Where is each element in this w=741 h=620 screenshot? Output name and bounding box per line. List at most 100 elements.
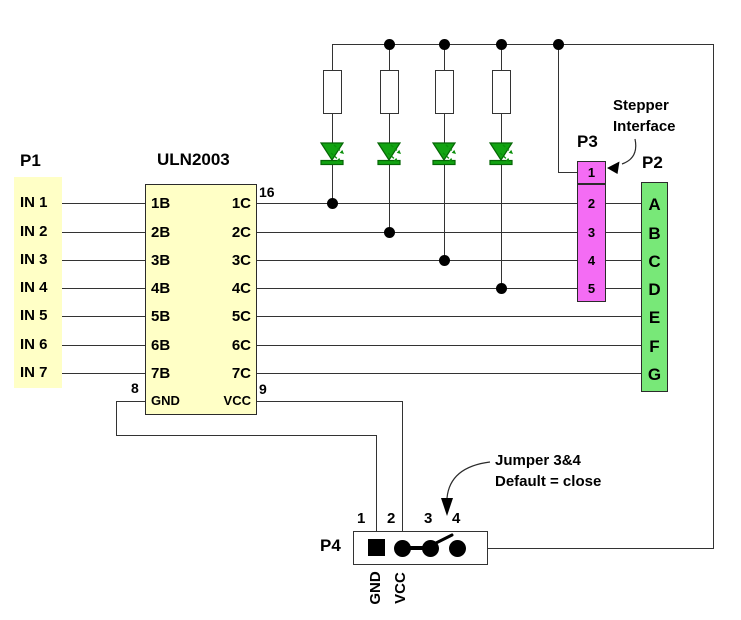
p3-pin1-horizontal-wire [558,172,578,173]
led2-junction-dot [383,226,395,238]
out3-wire-a [256,260,577,261]
out5-wire [256,316,641,317]
led4-bottom-wire [501,162,502,289]
p4-pin1-number: 1 [357,510,366,527]
p3-pin-5: 5 [587,281,596,296]
p4-vcc-label: VCC [392,572,409,604]
out2-wire-b [606,232,641,233]
p2-pin-e: E [648,308,661,327]
p3-pin1-connector: 1 [577,161,606,184]
out4-wire-b [606,288,641,289]
p1-pin-in7: IN 7 [20,364,48,381]
chip-pin-1c: 1C [231,195,251,212]
p1-pin-in1: IN 1 [20,194,48,211]
p2-label: P2 [642,153,663,172]
chip-pin-6c: 6C [231,337,251,354]
led3-bottom-wire [444,162,445,261]
p4-gnd-label: GND [367,571,384,605]
led1-top-wire [332,113,333,143]
led3-top-wire [444,113,445,143]
stepper-interface-note: Stepper Interface [613,95,676,137]
chip-pin9-number: 9 [259,381,267,397]
p4-pin3-number: 3 [424,510,433,527]
vcc-top-rail-wire [332,44,714,45]
led4-junction-dot [495,282,507,294]
chip-pin-4b: 4B [151,280,171,297]
chip-pin-7b: 7B [151,365,171,382]
vcc-wire-h [256,401,402,402]
p2-pin-b: B [648,224,661,243]
p2-pin-d: D [648,280,661,299]
p2-connector: A B C D E F G [641,182,668,392]
chip-pin-2c: 2C [231,224,251,241]
in6-wire [62,345,145,346]
in4-wire [62,288,145,289]
stepper-note-line1: Stepper [613,97,669,114]
in7-wire [62,373,145,374]
rail-junction-dot-1 [383,38,395,50]
uln2003-chip: 1B 2B 3B 4B 5B 6B 7B 1C 2C 3C 4C 5C 6C 7… [145,184,257,415]
rail-junction-dot-2 [438,38,450,50]
p4-pin4-number: 4 [452,510,461,527]
vcc-wire-v [402,401,403,540]
in1-wire [62,203,145,204]
p1-label: P1 [20,151,41,170]
p4-label: P4 [320,536,341,555]
led1-bottom-wire [332,162,333,204]
rail-junction-dot-4 [552,38,564,50]
p4-pin4-wire [466,548,714,549]
gnd-wire-v2 [376,435,377,540]
led-1-icon [319,142,345,166]
led1-junction-dot [326,197,338,209]
p2-pin-c: C [648,252,661,271]
out7-wire [256,373,641,374]
p1-pin-in5: IN 5 [20,307,48,324]
p4-pin1-square-pad [368,539,385,556]
jumper-note-line2: Default = close [495,473,602,490]
chip-title: ULN2003 [157,150,230,169]
p4-pin2-pin3-link [402,546,430,550]
p2-pin-f: F [649,337,660,356]
out3-wire-b [606,260,641,261]
out1-wire-a [256,203,577,204]
jumper-note-line1: Jumper 3&4 [495,452,581,469]
chip-pin-5b: 5B [151,308,171,325]
chip-pin-4c: 4C [231,280,251,297]
p3-label: P3 [577,132,598,151]
out6-wire [256,345,641,346]
resistor-2 [379,70,399,114]
jumper-switch-lever-icon [428,533,454,548]
chip-pin8-number: 8 [131,380,139,396]
led4-top-wire [501,113,502,143]
p2-pin-g: G [647,365,662,384]
led3-junction-dot [438,254,450,266]
p2-pin-a: A [648,195,661,214]
chip-pin-5c: 5C [231,308,251,325]
chip-vcc-label: VCC [223,393,251,408]
chip-pin-1b: 1B [151,195,171,212]
chip-pin-6b: 6B [151,337,171,354]
resistor-3 [434,70,454,114]
chip-pin-3c: 3C [231,252,251,269]
p3-pin-4: 4 [587,253,596,268]
rail-junction-dot-3 [495,38,507,50]
stepper-note-line2: Interface [613,118,676,135]
chip-pin-2b: 2B [151,224,171,241]
p3-pin-2: 2 [587,196,596,211]
p1-pin-in6: IN 6 [20,336,48,353]
p4-pin2-number: 2 [387,510,396,527]
chip-pin-3b: 3B [151,252,171,269]
right-side-vertical-wire [713,44,714,549]
chip-gnd-label: GND [151,393,180,408]
resistor2-drop-wire [389,44,390,71]
in5-wire [62,316,145,317]
p1-pin-in3: IN 3 [20,251,48,268]
led-4-icon [488,142,514,166]
p1-pin-in2: IN 2 [20,223,48,240]
led2-top-wire [389,113,390,143]
resistor4-drop-wire [501,44,502,71]
in2-wire [62,232,145,233]
in3-wire [62,260,145,261]
led-2-icon [376,142,402,166]
